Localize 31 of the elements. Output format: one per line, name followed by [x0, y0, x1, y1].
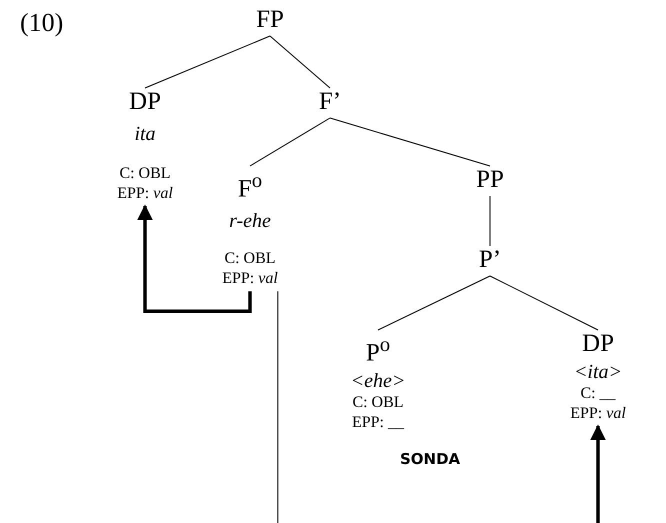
category-label: F’ — [318, 88, 342, 116]
movement-arrow — [137, 204, 252, 314]
category-label: FP — [256, 6, 284, 34]
branch-line — [250, 118, 330, 166]
word-label: ita — [133, 122, 157, 146]
branch-line — [378, 276, 490, 330]
category-label: F$^{o}$ — [236, 167, 264, 204]
word-label: <ita> — [572, 360, 624, 384]
movement-arrow — [590, 424, 606, 523]
branch-line — [144, 36, 270, 88]
feature-label: EPP: val — [117, 184, 173, 204]
example-number: (10) — [20, 8, 64, 38]
category-label: PP — [476, 166, 504, 194]
branch-line — [330, 118, 490, 166]
feature-label: C: OBL — [118, 164, 172, 184]
branch-line — [270, 36, 330, 88]
feature-label: C: OBL — [351, 393, 405, 414]
feature-label: C: __ — [579, 384, 617, 404]
category-label: P$^{o}$ — [364, 331, 392, 368]
category-label: P’ — [478, 246, 502, 274]
probe-label: SONDA — [400, 450, 460, 468]
feature-label: EPP: val — [570, 404, 626, 424]
feature-label: EPP: __ — [350, 413, 406, 434]
category-label: DP — [128, 88, 162, 116]
feature-label: EPP: val — [222, 269, 278, 290]
feature-label: C: OBL — [223, 249, 277, 270]
word-label: r-ehe — [228, 209, 272, 234]
branch-line — [490, 276, 598, 330]
branch-line — [277, 290, 278, 523]
category-label: DP — [581, 330, 615, 358]
word-label: <ehe> — [350, 369, 406, 394]
